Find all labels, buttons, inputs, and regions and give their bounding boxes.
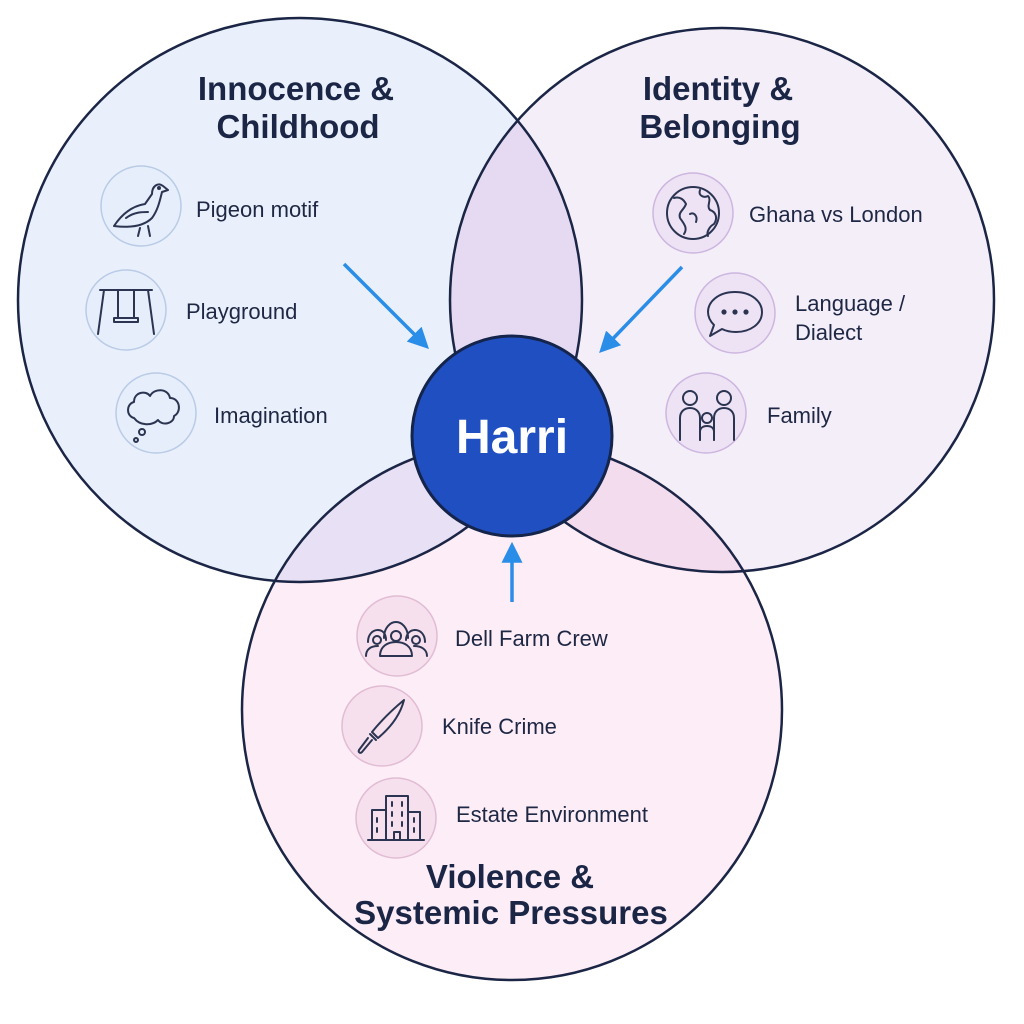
identity-item-label-1: Ghana vs London <box>749 202 923 227</box>
circle-innocence-outline <box>16 16 584 584</box>
violence-item-label-2: Knife Crime <box>442 714 557 739</box>
innocence-item-label-2: Playground <box>186 299 297 324</box>
violence-item-label-1: Dell Farm Crew <box>455 626 608 651</box>
innocence-item-imagination: Imagination <box>115 372 328 454</box>
violence-title-line2: Systemic Pressures <box>354 894 668 931</box>
identity-item-family: Family <box>665 372 832 454</box>
swing-icon <box>97 289 155 335</box>
pigeon-icon <box>113 183 169 237</box>
identity-item-label-2a: Language / <box>795 291 906 316</box>
family-icon <box>679 390 735 441</box>
building-icon <box>367 795 425 841</box>
identity-item-label-3: Family <box>767 403 832 428</box>
knife-icon <box>357 699 405 754</box>
center-label: Harri <box>456 411 568 464</box>
globe-icon <box>666 186 720 240</box>
violence-item-label-3: Estate Environment <box>456 802 648 827</box>
violence-title-line1: Violence & <box>426 858 594 895</box>
hooded-group-icon <box>365 621 428 657</box>
innocence-item-pigeon: Pigeon motif <box>100 165 319 247</box>
thought-cloud-icon <box>127 389 180 443</box>
identity-title-line2: Belonging <box>639 108 800 145</box>
identity-item-ghana-london: Ghana vs London <box>652 172 923 254</box>
center-node <box>410 334 614 538</box>
speech-bubble-icon <box>707 291 763 337</box>
violence-item-dell-farm: Dell Farm Crew <box>356 595 608 677</box>
innocence-item-label-3: Imagination <box>214 403 328 428</box>
arrow-from-innocence <box>342 262 429 349</box>
innocence-item-label-1: Pigeon motif <box>196 197 319 222</box>
violence-item-knife: Knife Crime <box>341 685 557 767</box>
identity-item-language: Language / Dialect <box>694 272 906 354</box>
violence-item-estate: Estate Environment <box>355 777 648 859</box>
innocence-title-line1: Innocence & <box>198 70 394 107</box>
circle-identity-outline <box>448 26 996 574</box>
arrow-from-identity <box>599 265 684 354</box>
innocence-item-playground: Playground <box>85 269 297 351</box>
identity-item-label-2b: Dialect <box>795 320 862 345</box>
identity-title-line1: Identity & <box>643 70 793 107</box>
innocence-title-line2: Childhood <box>216 108 379 145</box>
